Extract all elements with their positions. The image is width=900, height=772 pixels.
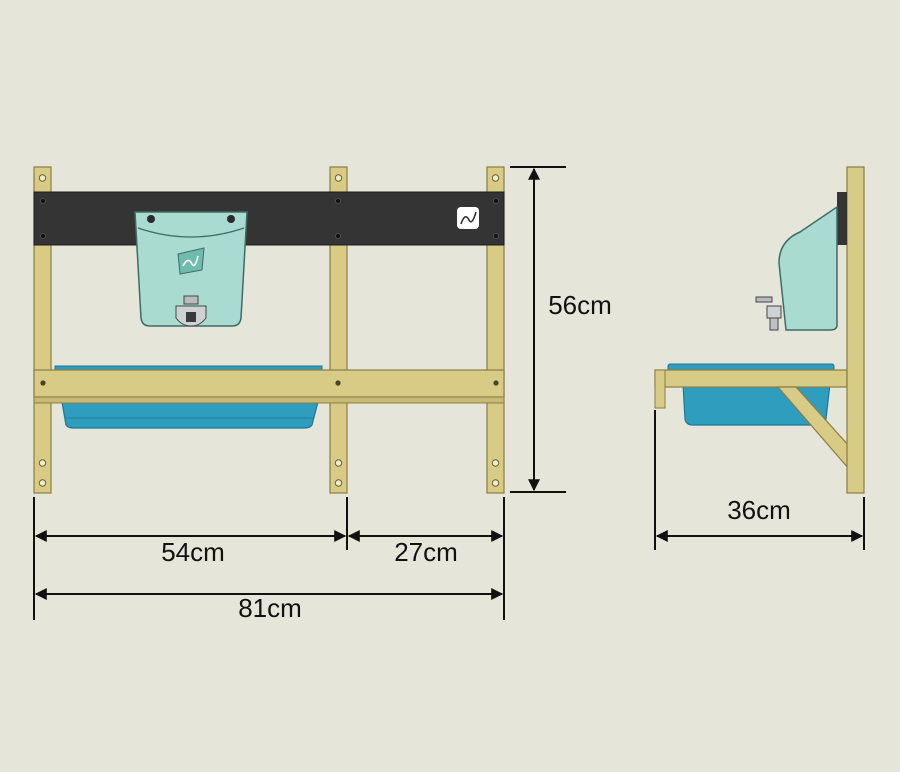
brand-logo bbox=[457, 207, 479, 229]
front-posts bbox=[33, 166, 505, 494]
post-middle bbox=[329, 166, 348, 494]
front-view bbox=[33, 166, 505, 494]
front-black-panel bbox=[33, 191, 505, 246]
front-water-container bbox=[134, 211, 248, 327]
tap-icon bbox=[175, 295, 207, 327]
container-logo bbox=[177, 247, 205, 275]
post-right bbox=[486, 166, 505, 494]
depth-label: 36cm bbox=[727, 495, 791, 525]
height-label: 56cm bbox=[548, 290, 612, 320]
width-left-label: 54cm bbox=[161, 537, 225, 567]
side-view bbox=[654, 166, 865, 494]
width-right-label: 27cm bbox=[394, 537, 458, 567]
front-rail bbox=[33, 369, 505, 404]
post-left bbox=[33, 166, 52, 494]
dimension-lines bbox=[33, 166, 865, 620]
side-post bbox=[846, 166, 865, 494]
side-tap-icon bbox=[755, 296, 782, 331]
width-total-label: 81cm bbox=[238, 593, 302, 623]
side-water-container bbox=[755, 205, 838, 331]
